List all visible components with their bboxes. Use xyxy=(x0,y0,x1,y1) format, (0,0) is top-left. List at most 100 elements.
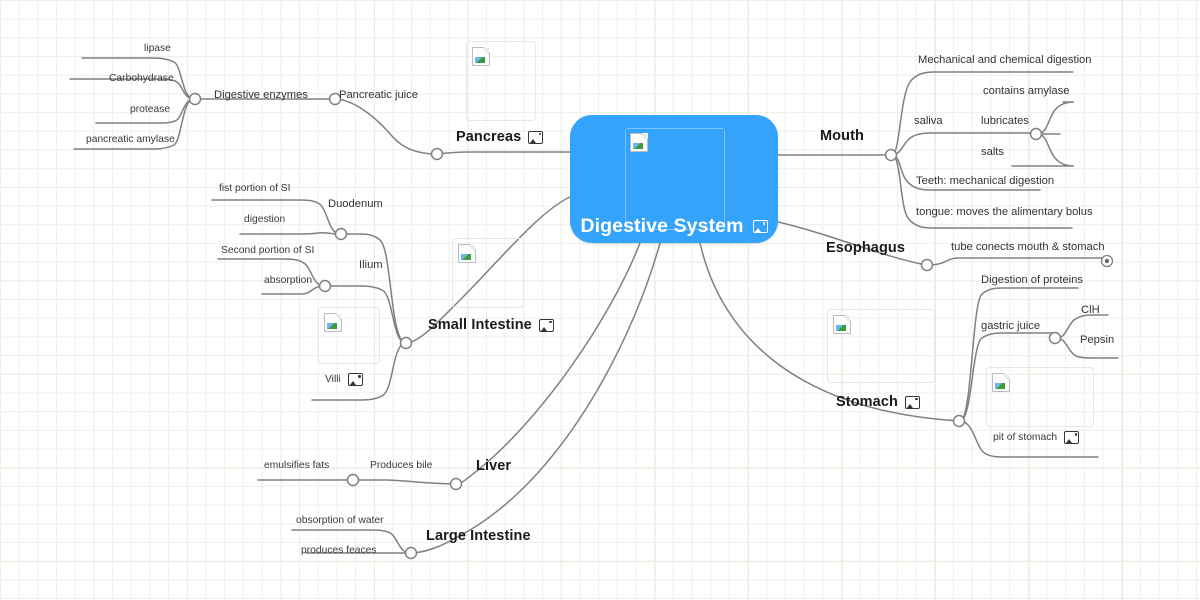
edge-duodenum-fist xyxy=(211,199,341,235)
central-node[interactable]: Digestive System xyxy=(570,115,778,243)
node-mouth-teeth[interactable]: Teeth: mechanical digestion xyxy=(916,175,1055,187)
branch-label-small-intestine[interactable]: Small Intestine xyxy=(428,317,554,333)
edge-mouth-mechanical xyxy=(891,71,1074,156)
picture-icon[interactable] xyxy=(347,373,363,386)
hub-esophagus xyxy=(920,258,934,272)
node-saliva-contains-amylase[interactable]: contains amylase xyxy=(983,85,1070,97)
broken-image-icon xyxy=(458,244,476,263)
branch-title-large-intestine: Large Intestine xyxy=(426,528,531,544)
hub-duodenum xyxy=(334,227,348,241)
edge-gastric-clh xyxy=(1056,314,1109,339)
edge-duodenum-digestion xyxy=(239,231,341,235)
edge-central-small-intestine xyxy=(407,195,573,344)
node-mouth-saliva[interactable]: saliva xyxy=(914,115,943,127)
edge-gastric-pepsin xyxy=(1056,337,1119,359)
branch-label-esophagus[interactable]: Esophagus xyxy=(826,240,905,256)
node-enzyme-carbohydrase[interactable]: Carbohydrase xyxy=(109,73,174,84)
hub-pancreatic-juice xyxy=(328,92,342,106)
node-enzyme-pancreatic-amylase[interactable]: pancreatic amylase xyxy=(86,134,175,145)
node-enzyme-lipase[interactable]: lipase xyxy=(144,43,171,54)
hub-gastric-juice xyxy=(1048,331,1062,345)
broken-image-icon xyxy=(324,313,342,332)
node-si-duodenum[interactable]: Duodenum xyxy=(328,198,383,210)
stomach-image-frame xyxy=(827,309,935,383)
edge-si-duodenum xyxy=(341,233,407,344)
pancreas-image-frame xyxy=(466,41,536,121)
edge-si-ilium xyxy=(325,285,407,344)
picture-icon[interactable] xyxy=(538,318,554,332)
edge-stomach-digestion-proteins xyxy=(959,287,1079,422)
hub-small-intestine xyxy=(399,336,413,350)
edge-esophagus-tube xyxy=(927,257,1105,266)
node-saliva-salts[interactable]: salts xyxy=(981,146,1005,158)
edge-stem-decor xyxy=(540,243,676,540)
terminal-esophagus xyxy=(1100,254,1114,268)
edge-enzymes-carbohydrase xyxy=(69,78,195,100)
node-duodenum-fist-portion[interactable]: fist portion of SI xyxy=(219,183,291,194)
node-gastric-pepsin[interactable]: Pepsin xyxy=(1080,334,1115,346)
node-duodenum-digestion[interactable]: digestion xyxy=(244,214,286,225)
node-si-ilium[interactable]: Ilium xyxy=(359,259,383,271)
picture-icon[interactable] xyxy=(752,220,768,233)
edge-saliva-salts xyxy=(1011,133,1075,167)
edge-central-stomach xyxy=(699,242,959,422)
edge-ilium-absorption xyxy=(261,285,325,295)
hub-large-intestine xyxy=(404,546,418,560)
hub-stomach xyxy=(952,414,966,428)
edge-si-villi xyxy=(311,342,407,401)
node-digestive-enzymes[interactable]: Digestive enzymes xyxy=(214,89,308,101)
node-liver-produces-bile[interactable]: Produces bile xyxy=(370,460,433,471)
edge-mouth-tongue xyxy=(891,154,1073,229)
node-gastric-clh[interactable]: ClH xyxy=(1081,304,1100,316)
edge-central-esophagus xyxy=(777,221,927,266)
node-pit-of-stomach[interactable]: pit of stomach xyxy=(993,431,1080,444)
edge-ilium-second xyxy=(217,258,325,287)
hub-pancreas xyxy=(430,147,444,161)
node-villi[interactable]: Villi xyxy=(325,373,363,386)
node-esophagus-tube[interactable]: tube conects mouth & stomach xyxy=(951,241,1105,253)
node-ilium-second-portion[interactable]: Second portion of SI xyxy=(221,245,315,256)
picture-icon[interactable] xyxy=(1064,431,1080,444)
node-villi-label: Villi xyxy=(325,374,341,385)
node-stomach-gastric-juice[interactable]: gastric juice xyxy=(981,320,1041,332)
node-mouth-mechanical-digestion[interactable]: Mechanical and chemical digestion xyxy=(918,54,1092,66)
central-image-frame xyxy=(625,128,725,230)
pit-of-stomach-image-frame xyxy=(986,367,1094,427)
node-saliva-lubricates[interactable]: lubricates xyxy=(981,115,1029,127)
small-intestine-image-frame xyxy=(452,238,524,308)
branch-label-mouth[interactable]: Mouth xyxy=(820,128,864,144)
edge-saliva-amylase xyxy=(1037,101,1075,135)
edge-enzymes-protease xyxy=(95,98,195,124)
edge-central-pancreas xyxy=(437,151,573,155)
node-pit-of-stomach-label: pit of stomach xyxy=(993,432,1058,443)
edge-stomach-gastric-juice xyxy=(959,332,1054,422)
node-emulsifies-fats[interactable]: emulsifies fats xyxy=(264,460,330,471)
broken-image-icon xyxy=(833,315,851,334)
villi-image-frame xyxy=(318,307,380,364)
branch-label-large-intestine[interactable]: Large Intestine xyxy=(426,528,531,544)
edge-central-liver xyxy=(457,242,641,485)
picture-icon[interactable] xyxy=(528,130,544,144)
broken-image-icon xyxy=(992,373,1010,392)
broken-image-icon xyxy=(630,133,648,152)
edge-pancreas-juice xyxy=(335,98,437,155)
branch-title-liver: Liver xyxy=(476,458,512,474)
node-stomach-digestion-proteins[interactable]: Digestion of proteins xyxy=(981,274,1083,286)
node-enzyme-protease[interactable]: protease xyxy=(130,104,171,115)
edge-mouth-saliva xyxy=(891,132,1035,156)
node-ilium-absorption[interactable]: absorption xyxy=(264,275,313,286)
branch-title-pancreas: Pancreas xyxy=(456,129,522,145)
node-li-produces-feaces[interactable]: produces feaces xyxy=(301,545,377,556)
hub-liver xyxy=(449,477,463,491)
edge-li-absorption-water xyxy=(291,529,411,554)
node-pancreatic-juice[interactable]: Pancreatic juice xyxy=(339,89,418,101)
branch-label-pancreas[interactable]: Pancreas xyxy=(456,129,544,145)
node-li-absorption-water[interactable]: obsorption of water xyxy=(296,515,384,526)
picture-icon[interactable] xyxy=(904,395,920,409)
edge-stomach-pit xyxy=(959,420,1099,458)
branch-label-stomach[interactable]: Stomach xyxy=(836,394,920,410)
node-mouth-tongue[interactable]: tongue: moves the alimentary bolus xyxy=(916,206,1093,218)
central-node-caption: Digestive System xyxy=(570,215,778,238)
branch-label-liver[interactable]: Liver xyxy=(476,458,511,474)
